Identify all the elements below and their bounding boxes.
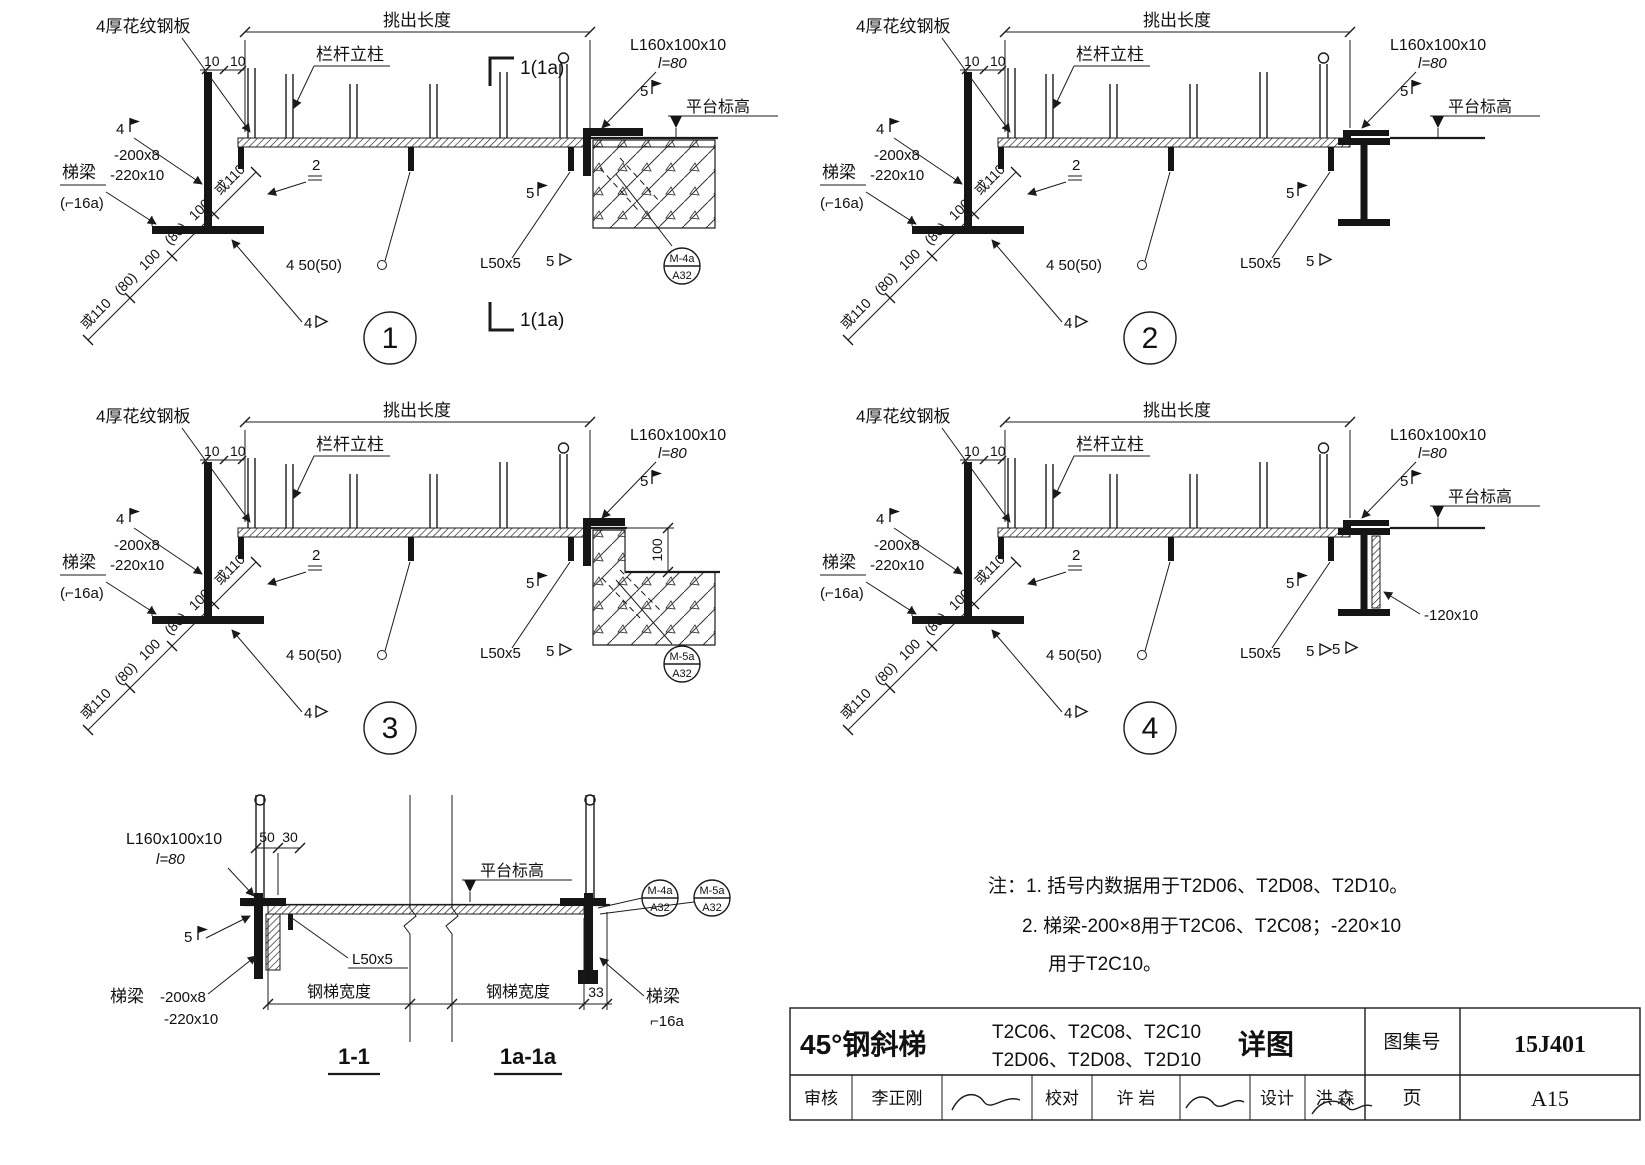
check-label: 审核 [804, 1089, 838, 1108]
design-label: 设计 [1260, 1089, 1294, 1108]
detail-4: -120x10 5 4 [820, 401, 1541, 755]
notes: 注：1. 括号内数据用于T2D06、T2D08、T2D10。 2. 梯梁-200… [988, 875, 1408, 975]
design-name: 洪 森 [1316, 1089, 1355, 1108]
section-views: 50 30 L160x100x10 l=80 5 L50x5 梯梁 -200x8… [110, 794, 731, 1076]
left-bracket [254, 893, 263, 979]
dim-33: 33 [588, 984, 604, 1000]
detail-number: 4 [1142, 712, 1159, 745]
right-bracket [584, 893, 593, 979]
dim-50: 50 [259, 829, 275, 845]
sheet-title-suffix: 详图 [1238, 1028, 1294, 1060]
stair-plate-section [267, 904, 585, 915]
beam-label: 梯梁 [110, 987, 144, 1006]
stair-width-label: 钢梯宽度 [486, 983, 550, 1001]
detail-number-circle [1123, 311, 1177, 365]
title-block: 45°钢斜梯 T2C06、T2C08、T2C10 T2D06、T2D08、T2D… [789, 1007, 1641, 1121]
edge-angle [583, 518, 591, 566]
detail-number-circle [363, 311, 417, 365]
signature-icon [1185, 1096, 1245, 1109]
sheet-title-models-1: T2C06、T2C08、T2C10 [992, 1022, 1201, 1043]
atlas-number: 15J401 [1514, 1032, 1586, 1058]
check-name: 李正刚 [872, 1089, 923, 1108]
detail-2: 2 [820, 11, 1541, 365]
detail-3: 100 3 [60, 401, 726, 755]
atlas-number-label: 图集号 [1383, 1031, 1440, 1053]
section-mark-label: 1(1a) [520, 310, 564, 331]
note-line-1: 注：1. 括号内数据用于T2D06、T2D08、T2D10。 [988, 875, 1408, 897]
section-title-1-1: 1-1 [338, 1044, 370, 1069]
dim-30: 30 [282, 829, 298, 845]
detail-number: 3 [382, 712, 399, 745]
signature-icon [951, 1094, 1021, 1111]
edge-angle [583, 128, 591, 176]
detail-number: 2 [1142, 322, 1159, 355]
detail-1: 1(1a) 1(1a) 1 [60, 11, 779, 365]
beam-size1-label: -200x8 [160, 989, 206, 1006]
weld-5-label: 5 [184, 929, 192, 946]
step-dim-100: 100 [649, 538, 665, 562]
beam-channel-label: ⌐16a [650, 1013, 684, 1030]
detail-number-circle [363, 701, 417, 755]
page-number: A15 [1531, 1086, 1569, 1111]
weld-5-label: 5 [1332, 641, 1340, 658]
sheet-title-main: 45°钢斜梯 [800, 1029, 926, 1060]
angle-l50-label: L50x5 [352, 951, 393, 968]
stiffener-size-label: -120x10 [1424, 607, 1478, 624]
concrete-platform [592, 139, 716, 229]
proof-label: 校对 [1045, 1089, 1079, 1108]
proof-name: 许 岩 [1117, 1089, 1156, 1108]
beam-label: 梯梁 [646, 987, 680, 1006]
stiffener-plate [1371, 535, 1381, 609]
note-line-3: 用于T2C10。 [1048, 954, 1162, 975]
angle-length-label: l=80 [156, 851, 185, 868]
stair-width-label: 钢梯宽度 [307, 983, 371, 1001]
sheet-title-models-2: T2D06、T2D08、T2D10 [992, 1050, 1201, 1071]
section-title-1a-1a: 1a-1a [500, 1044, 557, 1069]
page-label: 页 [1402, 1088, 1421, 1109]
signature-icon [1311, 1100, 1373, 1115]
detail-number: 1 [382, 322, 399, 355]
break-line [403, 795, 417, 1042]
detail-number-circle [1123, 701, 1177, 755]
break-line [445, 795, 459, 1042]
section-mark-label: 1(1a) [520, 58, 564, 79]
note-line-2: 2. 梯梁-200×8用于T2C06、T2C08；-220×10 [1022, 915, 1401, 937]
angle-l160-label: L160x100x10 [126, 831, 222, 848]
beam-size2-label: -220x10 [164, 1011, 218, 1028]
